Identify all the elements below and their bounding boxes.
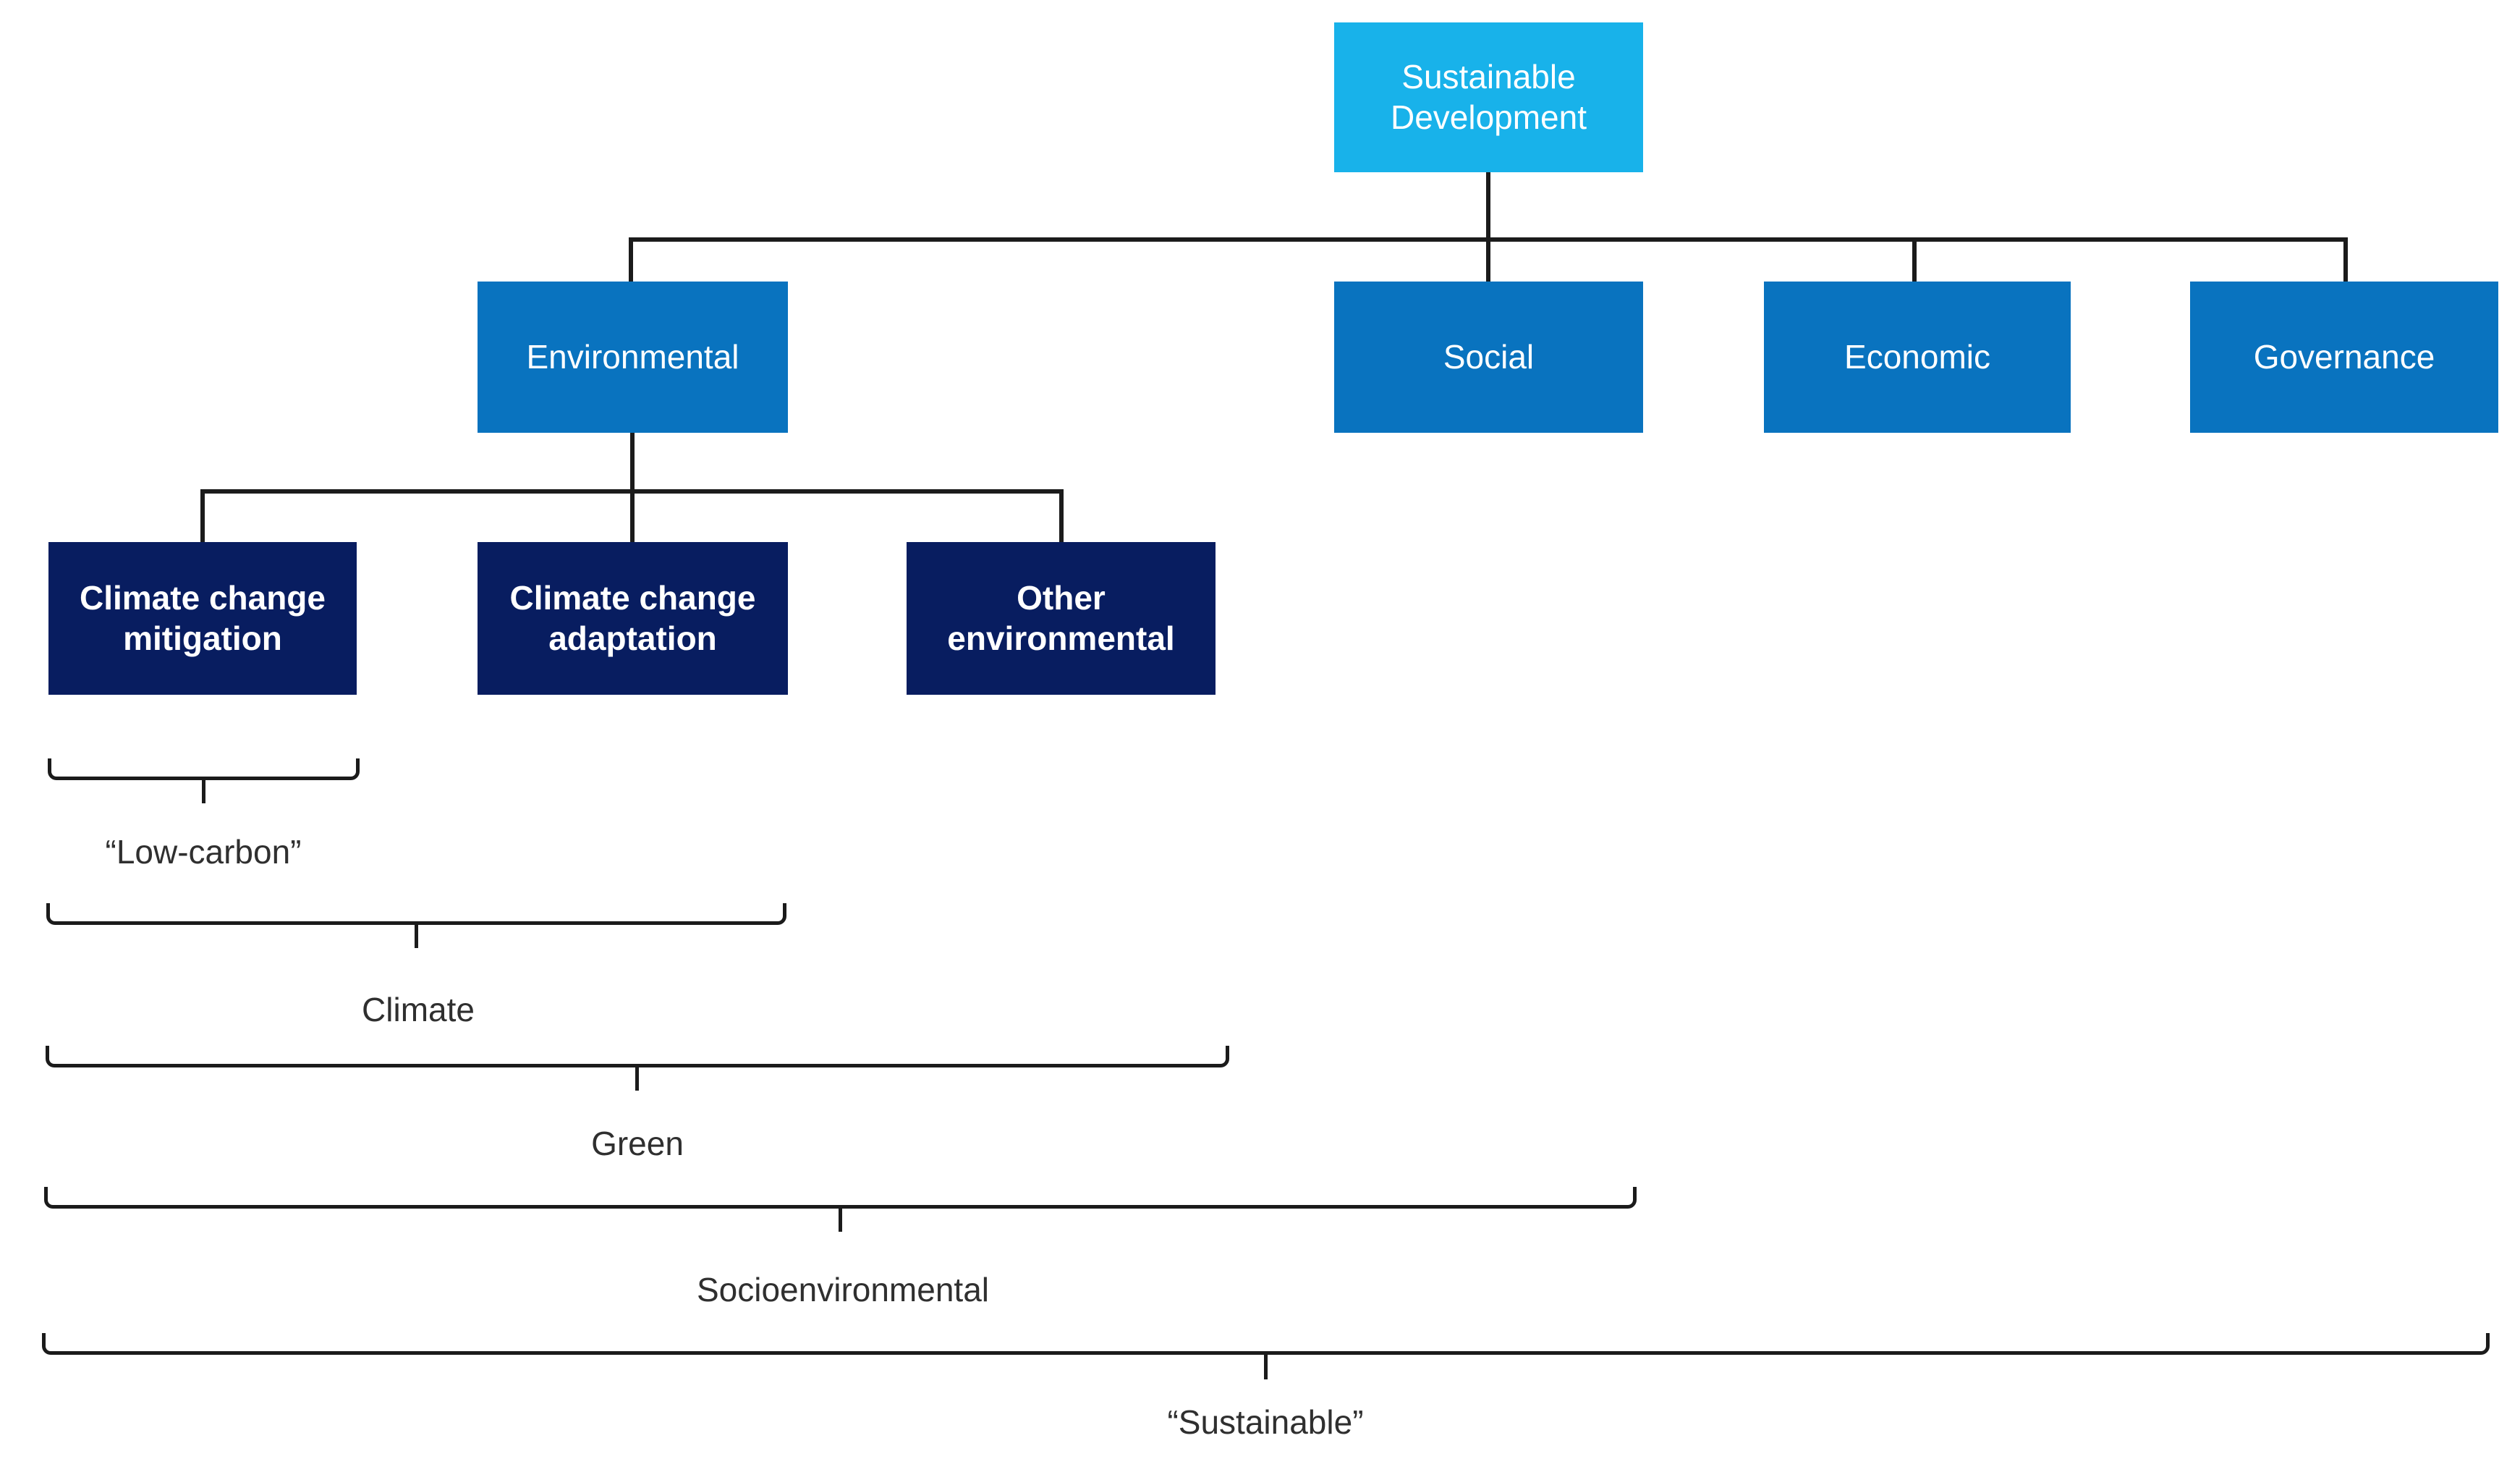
connector-stub-other-environmental: [1059, 489, 1064, 542]
bracket-label-sustainable: “Sustainable”: [1167, 1403, 1364, 1441]
node-social: Social: [1334, 282, 1643, 433]
connector-stub-governance: [2343, 237, 2348, 282]
connector-stub-economic: [1912, 237, 1917, 282]
connector-stub-adaptation: [630, 489, 635, 542]
bracket-sustainable: [42, 1333, 2490, 1355]
node-governance: Governance: [2190, 282, 2498, 433]
bracket-label-climate: Climate: [362, 991, 475, 1028]
node-economic: Economic: [1764, 282, 2071, 433]
connector-stub-environmental: [629, 237, 633, 282]
node-climate-change-mitigation: Climate change mitigation: [48, 542, 357, 695]
node-other-environmental: Other environmental: [907, 542, 1216, 695]
connector-environmental-vertical: [630, 433, 635, 494]
bracket-green-tick: [635, 1067, 639, 1091]
bracket-low-carbon: [48, 758, 360, 780]
connector-stub-mitigation: [200, 489, 205, 542]
node-sustainable-development: Sustainable Development: [1334, 22, 1643, 172]
bracket-sustainable-tick: [1264, 1355, 1268, 1379]
node-environmental: Environmental: [478, 282, 788, 433]
bracket-climate-tick: [415, 925, 418, 948]
node-climate-change-adaptation: Climate change adaptation: [478, 542, 788, 695]
bracket-green: [46, 1046, 1229, 1067]
bracket-label-socioenvironmental: Socioenvironmental: [696, 1271, 990, 1308]
bracket-socioenvironmental-tick: [839, 1209, 842, 1232]
bracket-climate: [46, 903, 786, 925]
bracket-label-low-carbon: “Low-carbon”: [105, 833, 302, 871]
bracket-low-carbon-tick: [202, 780, 205, 803]
bracket-socioenvironmental: [44, 1187, 1637, 1209]
connector-root-vertical: [1486, 172, 1490, 241]
bracket-label-green: Green: [591, 1125, 684, 1162]
connector-stub-social: [1486, 237, 1490, 282]
